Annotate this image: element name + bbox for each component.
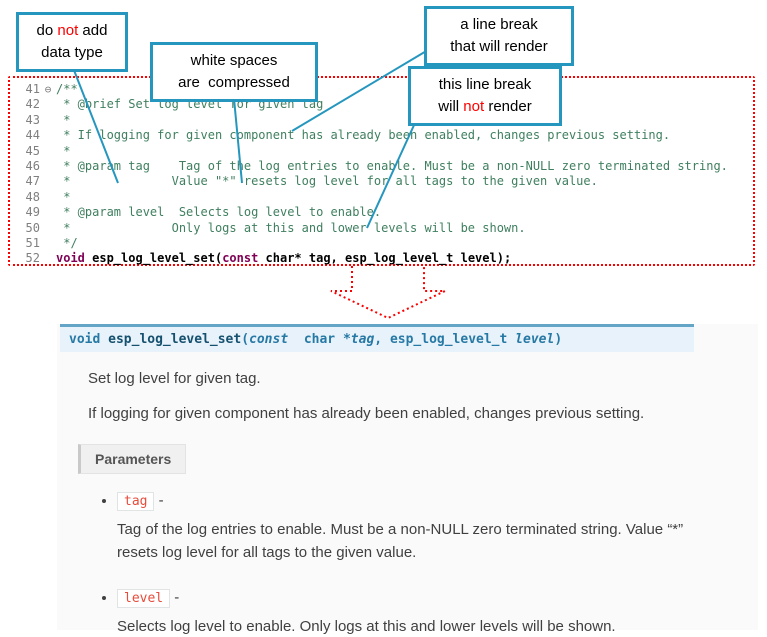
line-number: 45 (25, 143, 40, 158)
code-line: 45 * (10, 144, 753, 159)
callout-whitespace: white spaces are compressed (150, 42, 318, 102)
keyword-void: void (56, 251, 85, 266)
code-text: * @param tag Tag of the log entries to e… (56, 158, 728, 173)
code-text: * (56, 189, 71, 204)
callout-text: that will render (450, 37, 548, 55)
callout-text-part: render (484, 97, 532, 115)
callout-text: data type (41, 43, 103, 61)
rendered-doc-preview: void esp_log_level_set(const char *tag, … (57, 324, 758, 635)
line-number: 42 (25, 97, 40, 112)
code-line: 44 * If logging for given component has … (10, 128, 753, 143)
fold-column (40, 174, 56, 189)
callout-line-break-render: a line break that will render (424, 6, 574, 66)
parameter-item: tag - Tag of the log entries to enable. … (117, 492, 758, 565)
code-text: * @param level Selects log level to enab… (56, 205, 382, 220)
fold-column (40, 97, 56, 112)
line-number: 46 (25, 158, 40, 173)
sig-punct: ) (554, 332, 563, 347)
param-description: Selects log level to enable. Only logs a… (117, 617, 616, 635)
line-number: 49 (25, 205, 40, 220)
line-number: 41 (25, 82, 40, 96)
code-text: * (56, 112, 71, 127)
keyword-const: const (222, 251, 259, 266)
fold-toggle-icon[interactable]: ⊖ (44, 83, 52, 96)
code-line: 43 * (10, 113, 753, 128)
fold-column (40, 159, 56, 174)
parameters-label: Parameters (78, 444, 187, 474)
code-text: * If logging for given component has alr… (56, 128, 671, 143)
sig-const-keyword: const (249, 332, 289, 347)
fold-column (40, 205, 56, 220)
code-line-declaration: 52 void esp_log_level_set(const char* tag… (10, 251, 753, 266)
fold-column (40, 236, 56, 251)
callout-line-break-norender: this line break will not render (408, 66, 562, 126)
param-name-code: tag (117, 492, 155, 511)
code-line: 51 */ (10, 236, 753, 251)
code-editor-snippet: 41 ⊖ /** 42 * @brief Set log level for giv… (8, 76, 755, 266)
callout-text: a line break (460, 16, 538, 33)
render-arrow (330, 266, 446, 320)
sig-param-type: char * (288, 332, 351, 347)
line-number: 43 (25, 112, 40, 127)
callout-text: are compressed (178, 73, 290, 91)
fold-column (40, 221, 56, 236)
line-number: 52 (25, 251, 40, 266)
line-number: 51 (25, 235, 40, 250)
code-text: char* tag, esp_log_level_t level); (258, 251, 512, 266)
fold-column (40, 128, 56, 143)
code-line: 47 * Value "*" resets log level for all … (10, 174, 753, 189)
callout-text: white spaces (190, 52, 278, 69)
fold-column (40, 144, 56, 159)
sig-param-name: level (515, 332, 555, 347)
callout-text-emphasis: not (57, 22, 79, 39)
callout-text-emphasis: not (463, 97, 485, 115)
sig-punct: ( (241, 332, 250, 347)
param-name-code: level (117, 588, 171, 608)
sig-return-type: void (69, 332, 109, 347)
callout-text-part: will (438, 97, 464, 115)
fold-column (40, 113, 56, 128)
sig-param-type: esp_log_level_t (389, 332, 516, 347)
fold-column (40, 251, 56, 266)
sig-punct: , (374, 332, 390, 347)
code-line: 48 * (10, 190, 753, 205)
fold-column (40, 190, 56, 205)
param-dash: - (154, 492, 164, 509)
doc-brief-paragraph: Set log level for given tag. (88, 370, 261, 387)
param-dash: - (170, 588, 180, 606)
param-description: Tag of the log entries to enable. Must b… (117, 521, 684, 562)
line-number: 44 (25, 128, 40, 143)
sig-function-name: esp_log_level_set (108, 332, 242, 347)
code-text: */ (56, 235, 78, 250)
callout-text: will not render (419, 96, 551, 118)
callout-no-datatype: do not add data type (16, 12, 128, 72)
line-number: 48 (25, 189, 40, 204)
code-text: * (56, 143, 71, 158)
line-number: 50 (25, 220, 40, 235)
code-line: 49 * @param level Selects log level to e… (10, 205, 753, 220)
doc-detail-paragraph: If logging for given component has alrea… (88, 405, 645, 422)
parameter-item: level - Selects log level to enable. Onl… (117, 588, 758, 637)
code-text: /** (56, 82, 78, 96)
callout-text: this line break (438, 76, 532, 93)
callout-text-part: add (78, 22, 108, 39)
sig-param-name: tag (350, 332, 375, 347)
callout-text: do not add (27, 20, 117, 42)
function-name-text: esp_log_level_set( (84, 251, 223, 266)
code-text: * Value "*" resets log level for all tag… (56, 174, 598, 189)
function-signature: void esp_log_level_set(const char *tag, … (60, 324, 694, 352)
parameter-list: tag - Tag of the log entries to enable. … (99, 492, 758, 637)
line-number: 47 (25, 174, 40, 189)
code-line: 46 * @param tag Tag of the log entries t… (10, 159, 753, 174)
code-line: 41 ⊖ /** (10, 82, 753, 97)
code-line: 42 * @brief Set log level for given tag (10, 97, 753, 112)
callout-text-part: do (36, 22, 58, 39)
code-line: 50 * Only logs at this and lower levels … (10, 221, 753, 236)
code-text: * Only logs at this and lower levels wil… (56, 220, 526, 235)
